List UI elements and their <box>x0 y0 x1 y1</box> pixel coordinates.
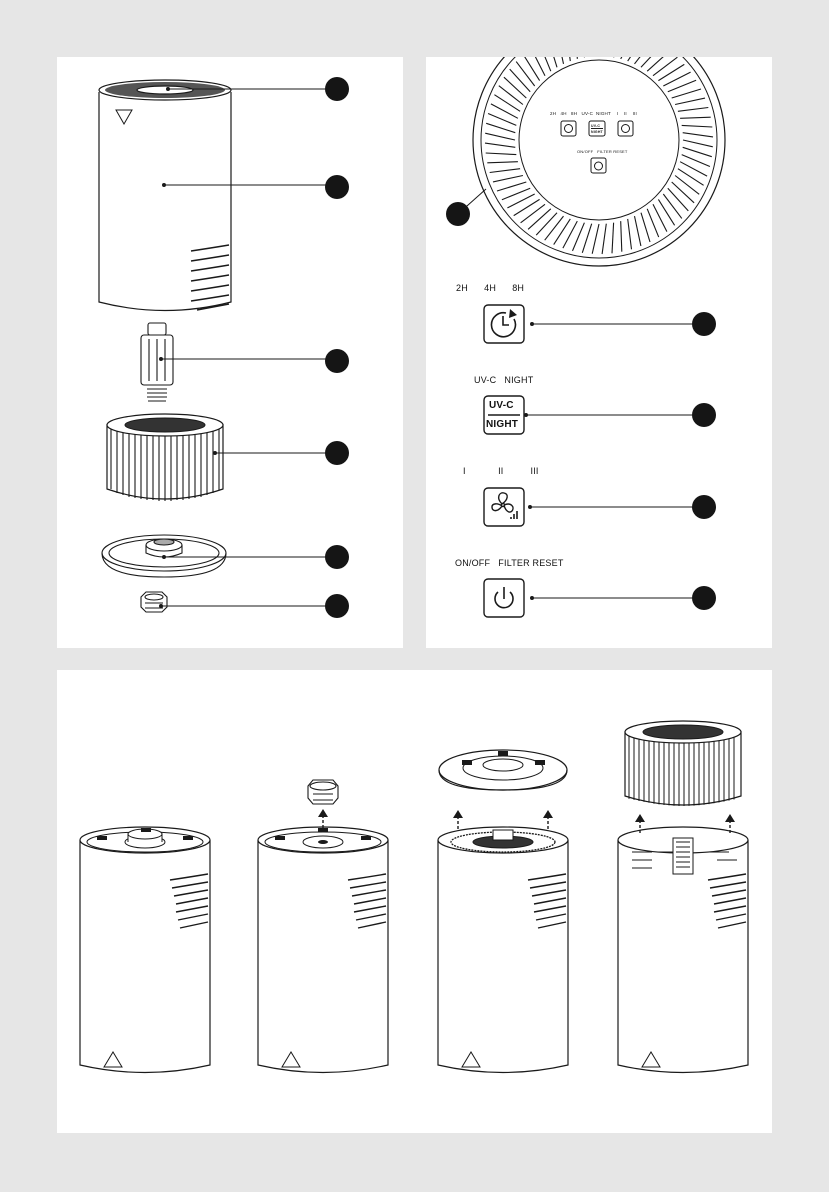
speed-label: I II III <box>463 466 539 476</box>
callout-marker <box>446 202 470 226</box>
parts-diagram <box>57 57 403 648</box>
parts-diagram-panel <box>57 57 403 648</box>
callout-marker <box>692 495 716 519</box>
step-1-assembled-unit <box>80 827 210 1073</box>
callout-marker <box>325 545 349 569</box>
step-4-remove-hepa-filter <box>618 721 748 1073</box>
up-arrow <box>318 809 328 829</box>
power-button <box>484 579 524 617</box>
callout-marker <box>325 77 349 101</box>
power-label: ON/OFF FILTER RESET <box>455 558 564 568</box>
filter-replacement-steps-panel <box>57 670 772 1133</box>
hepa-filter-illustration <box>107 414 223 501</box>
step-2-remove-knob <box>258 780 388 1073</box>
control-panel-diagram: 2H 4H 8H UV-C NIGHT I II III UV-C NIGHT … <box>426 57 772 648</box>
night-button-text: NIGHT <box>486 419 518 430</box>
mini-night-text: NIGHT <box>591 130 603 134</box>
callout-markers <box>325 77 349 618</box>
mode-label: UV-C NIGHT <box>474 375 533 385</box>
up-arrow <box>453 810 463 830</box>
base-plate-removed <box>439 750 567 790</box>
mini-power-label: ON/OFF FILTER RESET <box>577 149 628 154</box>
callout-marker <box>325 594 349 618</box>
callout-marker <box>692 586 716 610</box>
uvc-button-text: UV-C <box>489 400 514 411</box>
button-callout-markers <box>692 312 716 610</box>
up-arrow <box>543 810 553 830</box>
uv-lamp-illustration <box>141 323 173 401</box>
callout-marker <box>692 403 716 427</box>
knob-removed <box>308 780 338 804</box>
step-3-remove-base-plate <box>438 750 568 1073</box>
callout-marker <box>325 175 349 199</box>
callout-marker <box>692 312 716 336</box>
housing-illustration <box>99 80 231 311</box>
knob-illustration <box>141 592 167 612</box>
timer-button <box>484 305 524 343</box>
filter-replacement-steps <box>57 670 772 1133</box>
timer-label: 2H 4H 8H <box>456 283 524 293</box>
leader-lines <box>160 88 334 608</box>
mini-panel-labels: 2H 4H 8H UV-C NIGHT I II III <box>550 111 637 116</box>
hepa-filter-removed <box>625 721 741 806</box>
callout-marker <box>325 441 349 465</box>
mini-uvc-text: UV-C <box>591 124 600 128</box>
callout-marker <box>325 349 349 373</box>
fan-speed-button <box>484 488 524 526</box>
